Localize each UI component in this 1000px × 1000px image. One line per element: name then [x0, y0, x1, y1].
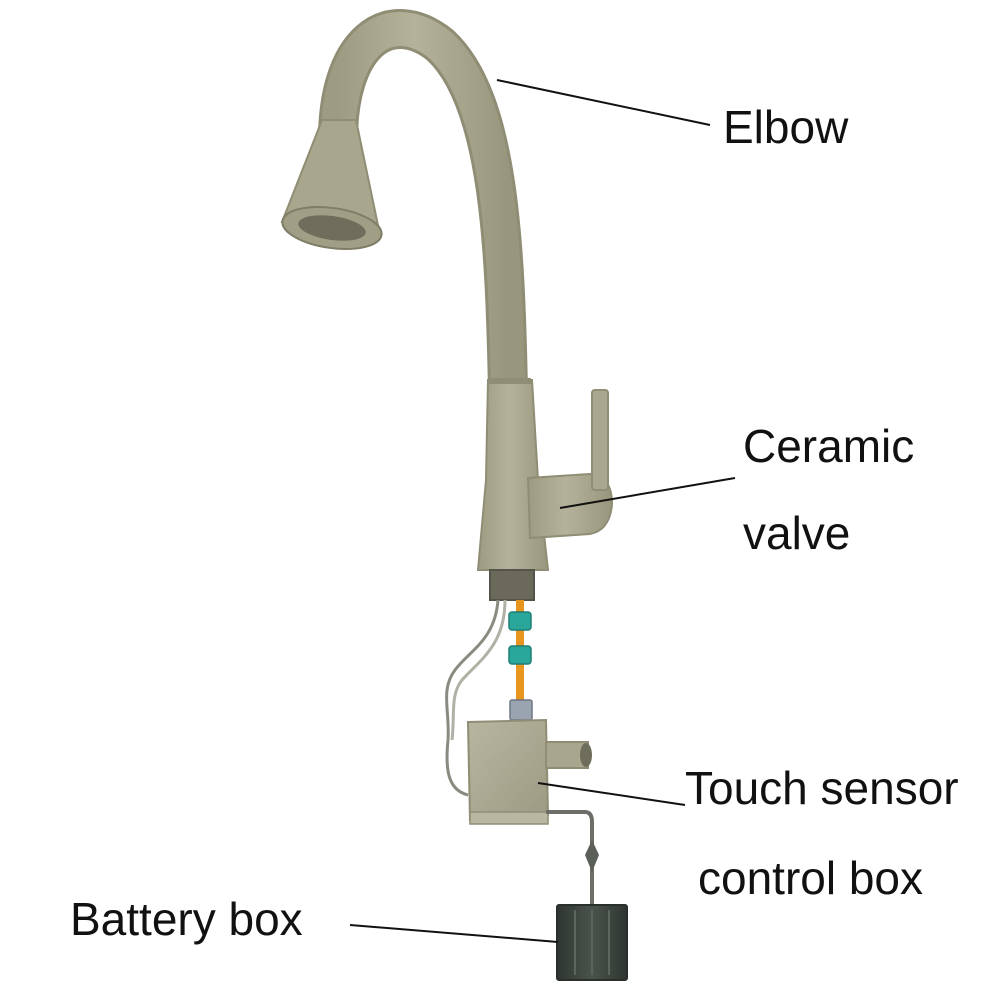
faucet-body	[476, 379, 550, 571]
battery-box-label: Battery box	[70, 893, 303, 945]
control-box-outlet-hole	[580, 743, 592, 767]
ceramic-valve-label-line1: Ceramic	[743, 420, 915, 472]
spray-outlet	[298, 215, 366, 241]
touch-sensor-leader	[537, 782, 686, 806]
touch-sensor-label-line1: Touch sensor	[685, 762, 959, 814]
sensor-wire	[445, 599, 500, 741]
hose-connector-1	[508, 611, 532, 631]
control-box-base	[469, 811, 549, 825]
elbow-label: Elbow	[723, 101, 849, 153]
touch-sensor-label-line2: control box	[698, 852, 924, 904]
hose-connector-2	[508, 645, 532, 665]
valve-handle	[591, 389, 609, 491]
sensor-wire-2	[450, 599, 507, 741]
control-box	[466, 718, 550, 822]
threaded-shank	[489, 569, 535, 601]
spout-collar	[489, 378, 531, 384]
hose-fitting	[509, 699, 533, 721]
ceramic-valve-leader	[559, 477, 736, 509]
elbow-leader	[496, 79, 711, 126]
sensor-wire-lower	[445, 739, 469, 797]
battery-cable	[546, 810, 594, 905]
cable-clip	[585, 840, 599, 872]
battery-leader	[349, 924, 559, 943]
elbow-spout-highlight	[320, 12, 525, 407]
ceramic-valve-label-line2: valve	[743, 507, 851, 559]
